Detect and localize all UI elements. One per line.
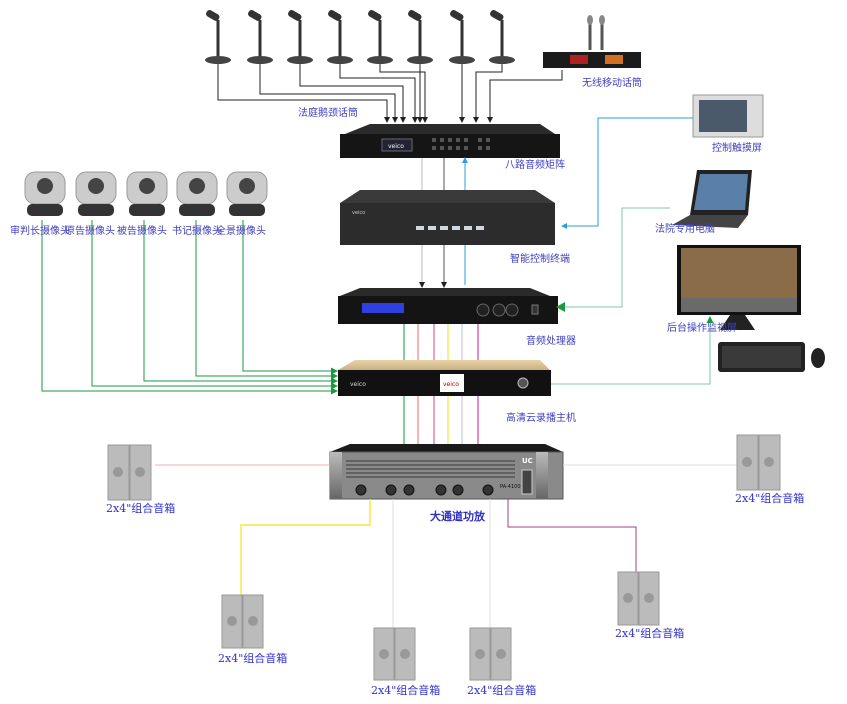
touch-screen-link xyxy=(561,117,693,229)
speaker-label: 2x4"组合音箱 xyxy=(371,683,440,697)
control-terminal-label: 智能控制终端 xyxy=(510,252,570,265)
audio-processor xyxy=(338,288,558,324)
microphone-icon xyxy=(407,9,433,64)
camera-icon xyxy=(176,171,218,216)
wireless-mic-receiver xyxy=(543,15,641,68)
recorder: veico veico xyxy=(338,360,551,396)
speaker-label: 2x4"组合音箱 xyxy=(106,501,175,515)
microphone-icon xyxy=(247,9,273,64)
recorder-label: 高清云录播主机 xyxy=(506,411,576,424)
speaker-lines xyxy=(155,464,737,628)
speaker-icon xyxy=(469,627,512,681)
speaker-label: 2x4"组合音箱 xyxy=(615,626,684,640)
wireless-mic-label: 无线移动话筒 xyxy=(582,76,642,89)
arrow-icon xyxy=(556,302,565,312)
touch-screen-label: 控制触摸屏 xyxy=(712,141,762,154)
touch-screen xyxy=(692,94,764,138)
laptop-label: 法院专用电脑 xyxy=(655,222,715,235)
microphone-icon xyxy=(287,9,313,64)
microphone-icon xyxy=(205,10,231,64)
speaker-label: 2x4"组合音箱 xyxy=(467,683,536,697)
microphone-icon xyxy=(327,9,353,64)
microphone-group xyxy=(205,9,515,64)
audio-processor-label: 音频处理器 xyxy=(526,334,576,347)
microphone-icon xyxy=(449,9,475,64)
camera-lines xyxy=(41,220,338,395)
laptop xyxy=(672,170,752,228)
camera-icon xyxy=(126,171,168,216)
camera-icon xyxy=(226,171,268,216)
keyboard-icon xyxy=(718,342,805,372)
svg-text:veico: veico xyxy=(352,210,365,216)
amplifier: UC PA-4100 xyxy=(329,444,564,500)
camera-icon xyxy=(75,171,117,216)
matrix-label: 八路音频矩阵 xyxy=(505,158,565,171)
recorder-brand: veico xyxy=(443,381,459,388)
speaker-icon xyxy=(107,444,152,501)
microphones-label: 法庭鹅颈话筒 xyxy=(298,106,358,119)
monitor-link xyxy=(551,316,714,385)
speaker-label: 2x4"组合音箱 xyxy=(218,651,287,665)
speaker-icon xyxy=(736,434,781,491)
svg-text:veico: veico xyxy=(350,381,366,388)
mouse-icon xyxy=(811,348,825,368)
laptop-link xyxy=(562,207,670,308)
speaker-group xyxy=(107,434,781,681)
speaker-icon xyxy=(373,627,416,681)
matrix-brand: veico xyxy=(388,143,404,150)
camera-label: 全景摄像头 xyxy=(216,224,266,237)
monitor-label: 后台操作监视屏 xyxy=(667,321,737,334)
amplifier-model: PA-4100 xyxy=(500,484,521,490)
mic-wires xyxy=(217,62,563,123)
camera-label: 被告摄像头 xyxy=(117,224,167,237)
speaker-icon xyxy=(617,571,660,626)
microphone-icon xyxy=(367,9,393,64)
amplifier-brand: UC xyxy=(522,457,533,465)
camera-icon xyxy=(24,171,66,216)
camera-label: 书记摄像头 xyxy=(172,224,222,237)
camera-group xyxy=(24,171,268,216)
camera-label: 审判长摄像头 xyxy=(10,224,70,237)
camera-label: 原告摄像头 xyxy=(65,224,115,237)
audio-matrix: veico xyxy=(340,124,560,158)
speaker-label: 2x4"组合音箱 xyxy=(735,491,804,505)
amplifier-label: 大通道功放 xyxy=(430,509,486,523)
microphone-icon xyxy=(489,10,515,64)
control-terminal: veico xyxy=(340,190,555,245)
speaker-icon xyxy=(221,594,264,649)
monitor xyxy=(677,245,801,330)
